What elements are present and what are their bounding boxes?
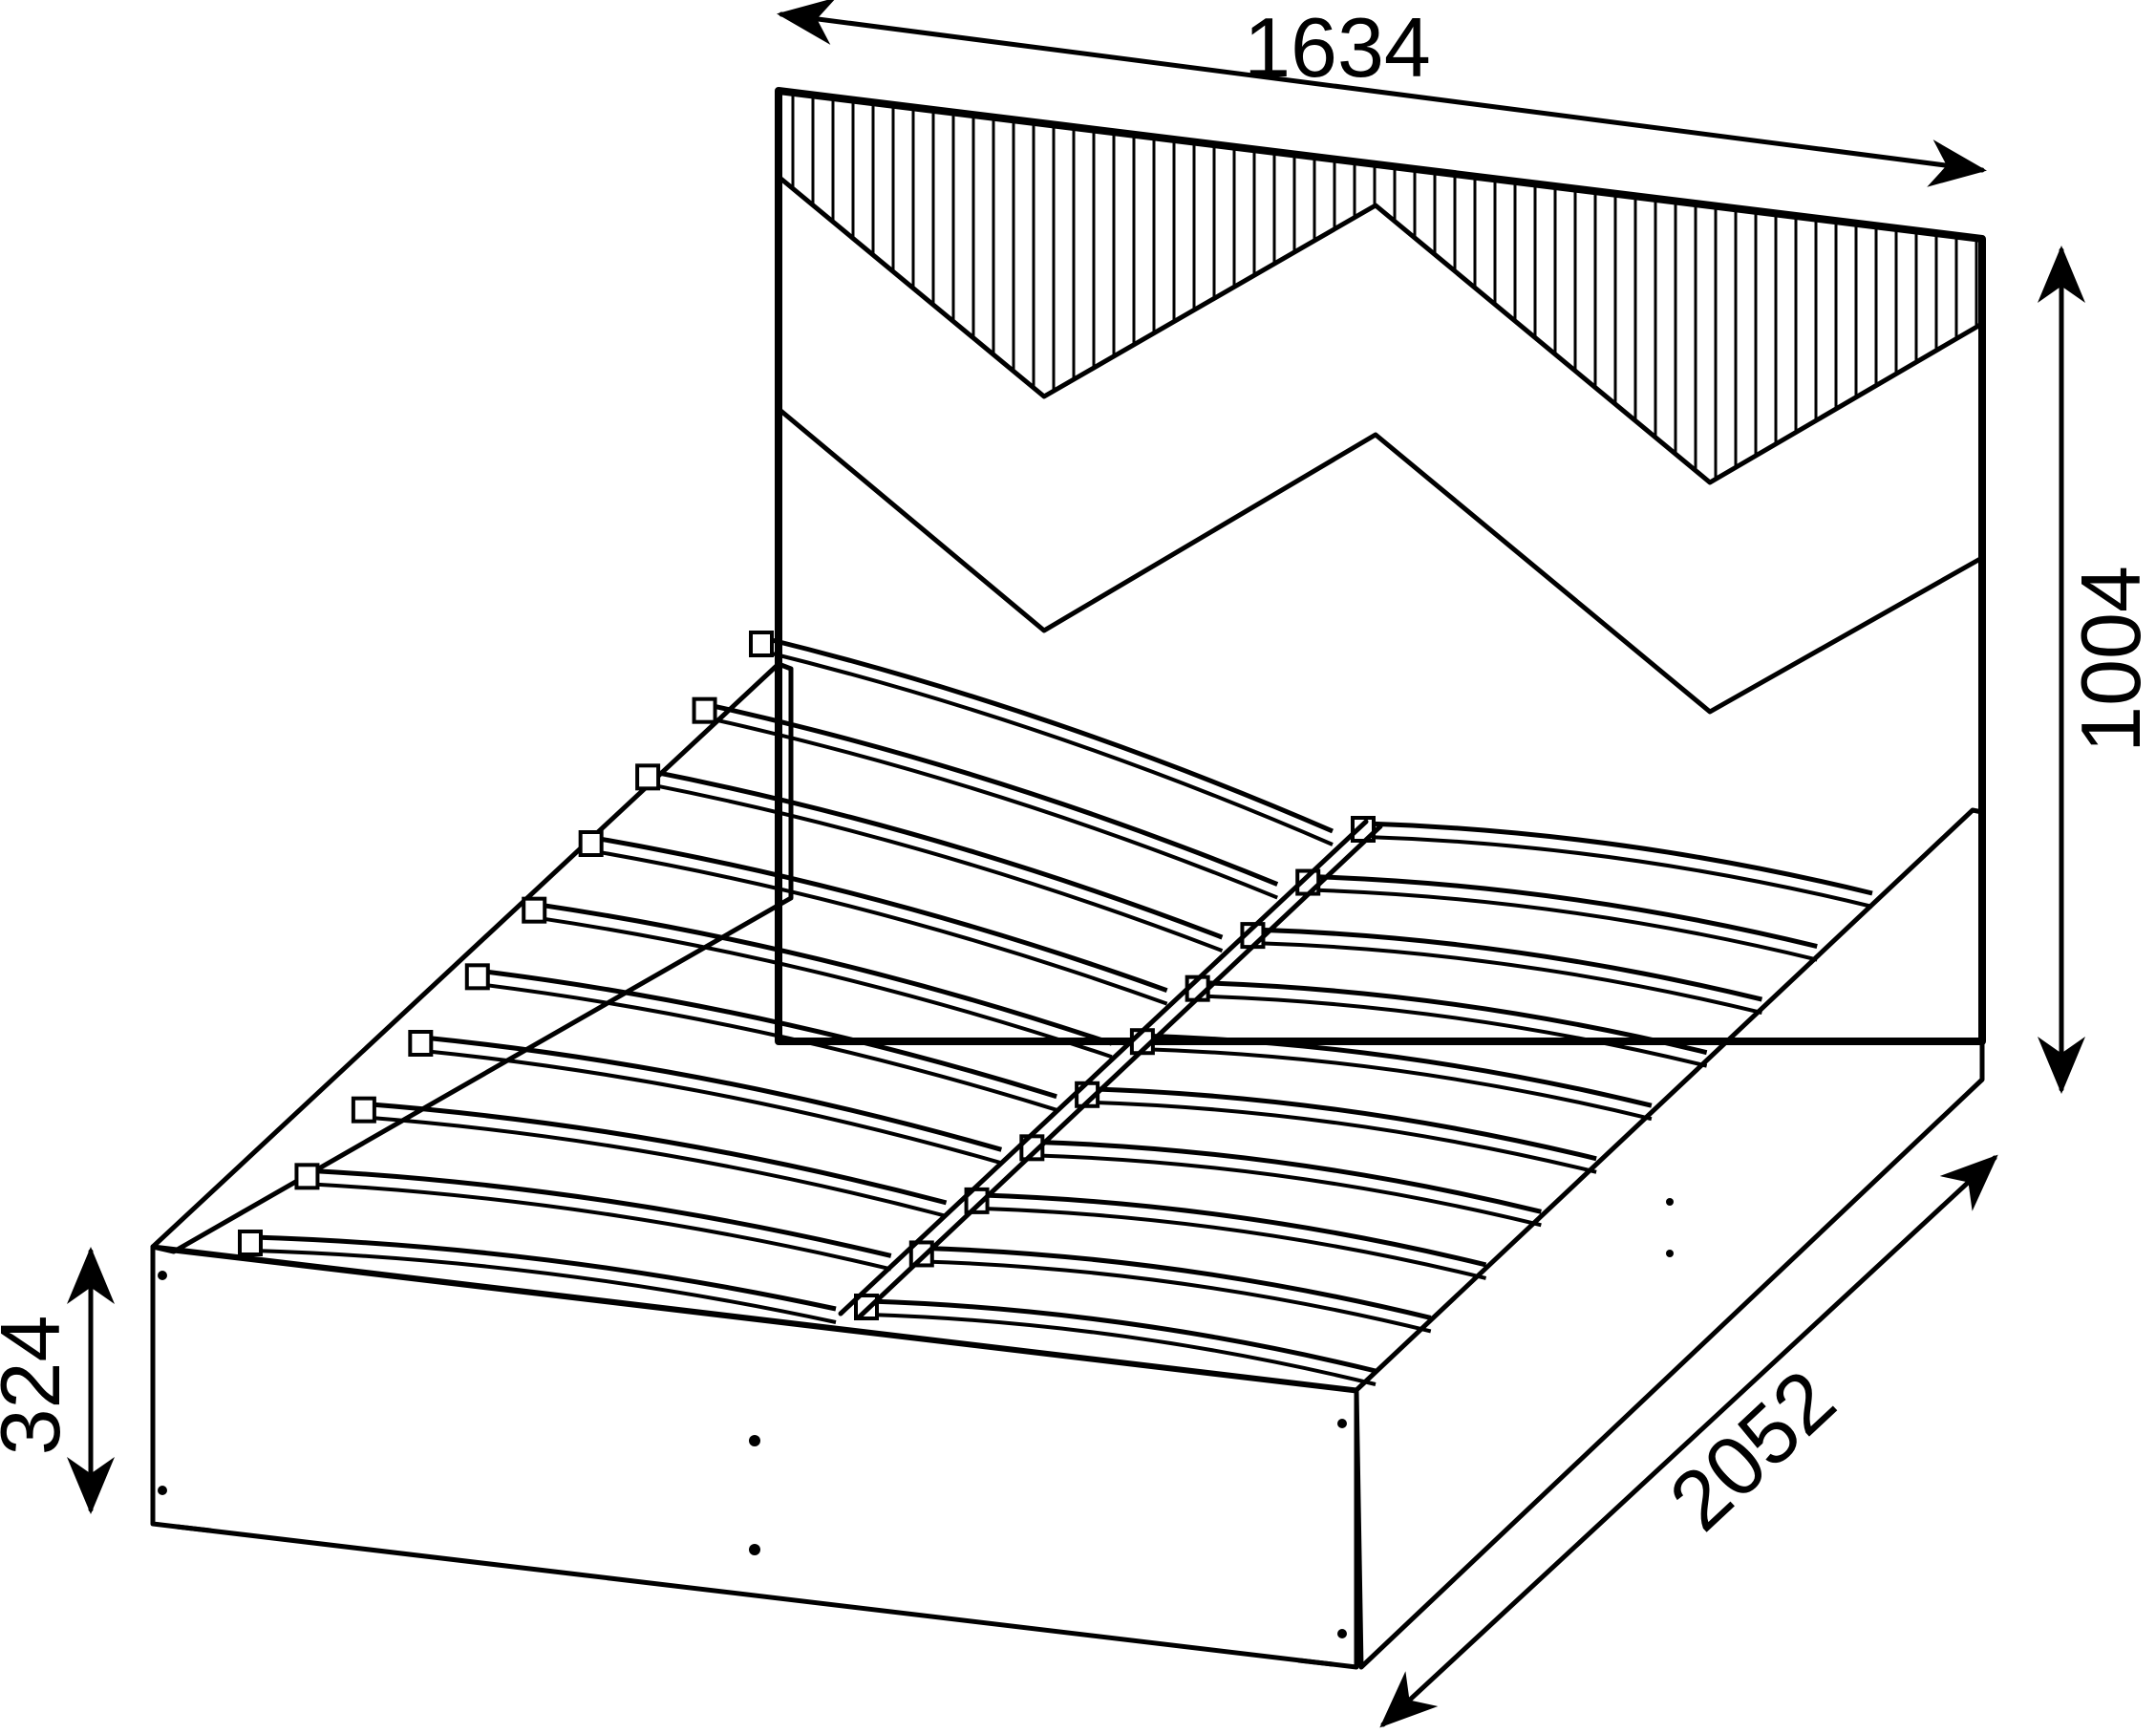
slat-left-edge	[707, 702, 1279, 887]
slat-left-edge	[480, 982, 1057, 1112]
slat-right-edge	[1255, 941, 1762, 1016]
slat-right-edge	[1365, 821, 1873, 896]
slat-left-edge	[423, 1049, 1002, 1166]
slat-right-edge	[1311, 874, 1818, 949]
dimension-headboard-height: 1004	[2038, 246, 2156, 1094]
slat-base	[238, 631, 1873, 1386]
slat-left-edge	[650, 768, 1224, 940]
slat-left-edge	[366, 1102, 948, 1206]
bolt-dot	[1337, 1419, 1347, 1428]
bolt-dot	[1666, 1198, 1674, 1206]
left-side-rail	[150, 661, 794, 1254]
bolt-dot	[749, 1435, 760, 1446]
dimension-length-arrow	[1379, 1154, 1998, 1728]
slat-holder	[238, 1230, 263, 1256]
bolt-dot	[1337, 1629, 1347, 1638]
bolt-dot	[749, 1544, 760, 1555]
foot-right	[1296, 1658, 1335, 1667]
slat-left-edge	[310, 1167, 892, 1258]
center-support-beam-edge	[857, 824, 1383, 1319]
slat-right-edge	[1200, 980, 1708, 1056]
slat-right-edge	[924, 1259, 1432, 1334]
slat-holder	[635, 763, 661, 791]
zigzag-line-lower	[776, 406, 1983, 715]
slat-left-edge	[707, 716, 1278, 900]
slat-right-edge	[924, 1245, 1432, 1320]
slat-left-edge	[593, 835, 1168, 994]
slat-right-edge	[868, 1298, 1377, 1374]
dimension-length: 2052	[1379, 1154, 1998, 1728]
bolt-dot	[158, 1271, 167, 1280]
slat-right-edge	[1090, 1086, 1597, 1162]
slat-left-edge	[423, 1035, 1003, 1152]
headboard-panel	[775, 87, 1986, 1045]
dimension-width-label: 1634	[1244, 0, 1431, 95]
slat-right-edge	[1144, 1047, 1653, 1122]
dimension-width-arrow	[777, 0, 1987, 187]
slat-left-edge	[480, 968, 1057, 1100]
slat-right-edge	[1144, 1033, 1653, 1108]
slat-holder	[351, 1096, 376, 1124]
foot-left	[174, 1524, 213, 1533]
slat-right-edge	[1255, 927, 1763, 1002]
slat-holder	[464, 963, 490, 991]
slat-holder	[908, 1240, 934, 1268]
footboard-inner-edge	[173, 1250, 1357, 1394]
slat-left-edge	[536, 902, 1113, 1046]
slat-holder	[294, 1163, 320, 1190]
slat-right-edge	[868, 1313, 1377, 1386]
right-side-rail	[1354, 807, 1985, 1670]
dimension-frame-height: 324	[0, 1247, 116, 1514]
slat-holder	[578, 830, 604, 857]
slat-holder	[692, 696, 717, 724]
dimension-headboard-height-label: 1004	[2063, 566, 2156, 753]
slat-left-edge	[763, 635, 1334, 834]
slat-left-edge	[650, 782, 1224, 953]
slat-left-edge	[310, 1182, 892, 1272]
slat-left-edge	[593, 849, 1168, 1006]
slat-left-edge	[252, 1249, 837, 1324]
slat-right-edge	[1365, 835, 1873, 909]
footboard-panel	[150, 1244, 1359, 1670]
bed-frame	[150, 661, 1985, 1670]
slat-left-edge	[252, 1234, 837, 1312]
slat-holder	[749, 631, 774, 657]
center-support-beam	[838, 819, 1369, 1317]
slat-right-edge	[1200, 994, 1708, 1068]
slat-right-edge	[1311, 888, 1818, 962]
slat-holder	[408, 1030, 434, 1057]
slat-left-edge	[536, 915, 1113, 1060]
bolt-dot	[158, 1486, 167, 1495]
dimension-frame-height-label: 324	[0, 1316, 77, 1456]
dimension-width: 1634	[777, 0, 1987, 187]
headboard	[775, 87, 1986, 1045]
bolt-dot	[1666, 1250, 1674, 1257]
slat-left-edge	[366, 1115, 948, 1218]
slat-left-edge	[763, 650, 1334, 846]
slat-holder	[522, 896, 547, 924]
zigzag-line-upper	[776, 174, 1983, 485]
